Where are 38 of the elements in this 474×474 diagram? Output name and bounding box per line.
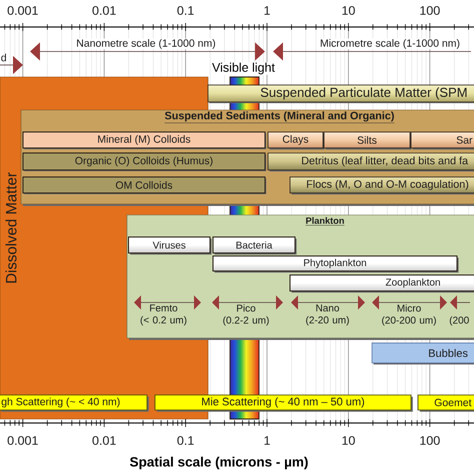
tick-label: 1 — [264, 6, 270, 15]
range-bar: Detritus (leaf litter, dead bits and fa — [268, 152, 474, 172]
range-bar: gh Scattering (~ < 40 nm) — [0, 394, 149, 412]
range-bar: Goemet — [418, 394, 474, 412]
range-bar: Zooplankton — [290, 274, 474, 293]
range-bar: OM Colloids — [22, 176, 266, 194]
range-bar: Clays — [268, 132, 325, 150]
tick-label: 0.1 — [177, 436, 194, 445]
tick-label: 0.1 — [177, 6, 194, 15]
range-bar: Bacteria — [212, 236, 297, 255]
tick-label: 0.001 — [8, 436, 38, 445]
size-class-label: (200 — [450, 316, 469, 326]
node-label: Visible light — [212, 62, 275, 74]
size-class-label: Micro (20-200 um) — [382, 304, 436, 326]
range-bar: Flocs (M, O and O-M coagulation) — [290, 176, 474, 195]
tick-label: 0.001 — [8, 6, 38, 15]
size-class-label: Femto (< 0.2 um) — [140, 304, 186, 326]
range-bar: Organic (O) Colloids (Humus) — [22, 152, 266, 172]
tick-label: 100 — [420, 6, 440, 15]
size-class-label: Nano (2-20 um) — [306, 304, 349, 326]
range-bar: Suspended Particulate Matter (SPM — [208, 84, 474, 104]
scale-label: Nanometre scale (1-1000 nm) — [76, 38, 216, 50]
scale-label: Micrometre scale (1-1000 nm) — [319, 38, 461, 50]
range-bar: Sar — [410, 132, 474, 150]
tick-label: 10 — [342, 436, 355, 445]
range-bar: Bubbles — [372, 342, 474, 364]
range-bar: Silts — [324, 132, 412, 150]
scale-label: d — [0, 53, 7, 62]
range-bar: Mineral (M) Colloids — [22, 132, 266, 150]
size-class-label: Pico (0.2-2 um) — [223, 304, 269, 326]
tick-label: 10 — [342, 6, 355, 15]
tick-label: 100 — [420, 436, 440, 445]
tick-label: 0.01 — [92, 6, 116, 15]
tick-label: 1 — [264, 436, 270, 445]
range-bar: Mie Scattering (~ 40 nm – 50 um) — [154, 394, 413, 412]
axis-title: Spatial scale (microns - µm) — [130, 456, 308, 470]
range-bar: Viruses — [128, 236, 212, 255]
tick-label: 0.01 — [92, 436, 116, 445]
